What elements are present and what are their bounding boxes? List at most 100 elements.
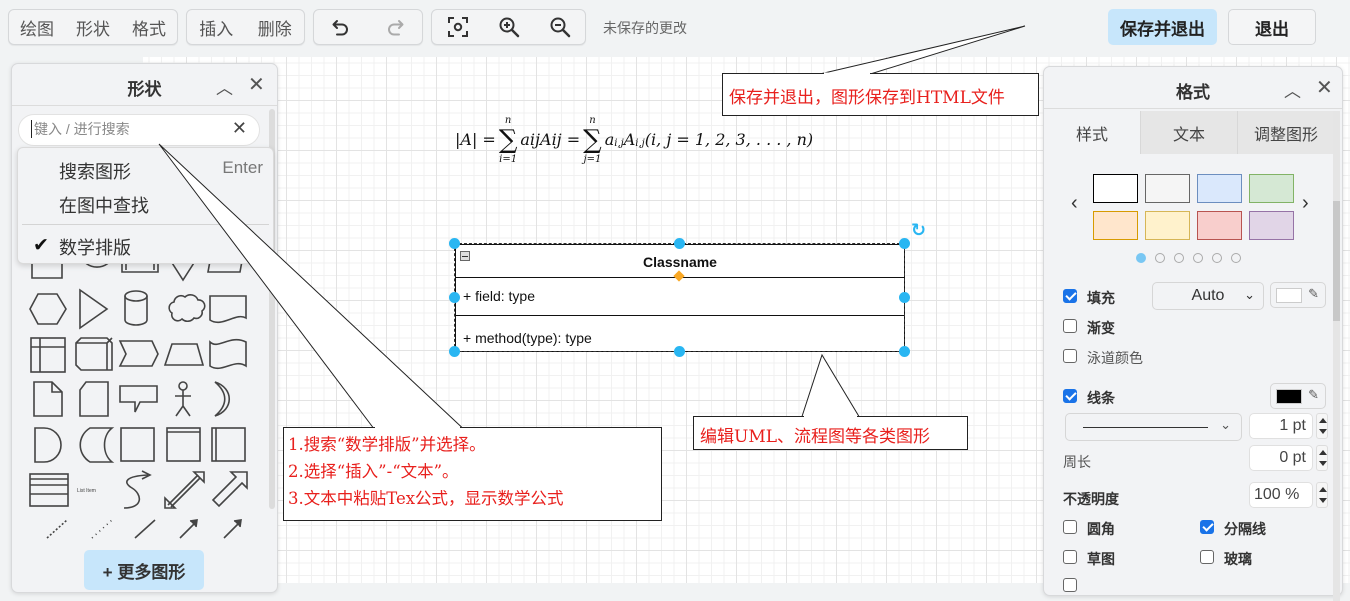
gradient-checkbox[interactable] xyxy=(1063,319,1077,333)
close-format-panel-icon[interactable]: ✕ xyxy=(1316,77,1333,99)
line-style-select[interactable]: ⌄ xyxy=(1065,413,1242,441)
tab-style[interactable]: 样式 xyxy=(1044,111,1140,154)
shape-and[interactable] xyxy=(34,427,62,463)
fill-checkbox[interactable] xyxy=(1063,289,1077,303)
shape-or[interactable] xyxy=(214,381,231,417)
menu-math-typesetting[interactable]: 数学排版 xyxy=(59,238,131,258)
shape-document[interactable] xyxy=(209,295,247,324)
line-checkbox[interactable] xyxy=(1063,389,1077,403)
style-swatch[interactable] xyxy=(1093,174,1138,203)
callout-save-exit[interactable]: 保存并退出，图形保存到HTML文件 xyxy=(722,73,1039,116)
opacity-input[interactable]: 100 % xyxy=(1249,482,1313,508)
shape-note[interactable] xyxy=(33,381,63,417)
swatch-prev-icon[interactable]: ‹ xyxy=(1071,192,1078,214)
collapse-format-panel-icon[interactable]: ︿ xyxy=(1284,82,1301,101)
rounded-checkbox[interactable] xyxy=(1063,520,1077,534)
tab-text[interactable]: 文本 xyxy=(1140,111,1237,154)
shape-list[interactable] xyxy=(29,473,69,507)
menu-find-in-diagram[interactable]: 在图中查找 xyxy=(59,196,149,216)
shape-internal-storage[interactable] xyxy=(30,337,66,373)
fill-mode-select[interactable]: Auto ⌄ xyxy=(1152,282,1264,310)
style-swatch[interactable] xyxy=(1145,174,1190,203)
shapes-toggle-button[interactable]: 形状 xyxy=(76,19,110,39)
format-panel-scrollbar[interactable] xyxy=(1333,111,1340,601)
style-swatch[interactable] xyxy=(1249,211,1294,240)
style-swatch[interactable] xyxy=(1197,211,1242,240)
uml-class-shape[interactable]: Classname + field: type + method(type): … xyxy=(455,244,905,352)
swimlane-color-checkbox[interactable] xyxy=(1063,349,1077,363)
resize-handle-ne[interactable] xyxy=(899,238,910,249)
shape-trapezoid[interactable] xyxy=(163,343,205,366)
swatch-page-dot[interactable] xyxy=(1174,253,1184,263)
more-shapes-button[interactable]: + 更多图形 xyxy=(84,550,204,590)
uml-method[interactable]: + method(type): type xyxy=(463,330,592,346)
shape-step[interactable] xyxy=(118,340,159,367)
shape-data-storage[interactable] xyxy=(79,427,115,463)
draw-button[interactable]: 绘图 xyxy=(20,19,54,39)
shadow-checkbox-partial[interactable] xyxy=(1063,578,1077,592)
zoom-in-icon[interactable] xyxy=(494,12,524,42)
line-width-input[interactable]: 1 pt xyxy=(1249,413,1313,439)
resize-handle-s[interactable] xyxy=(674,346,685,357)
scrollbar-thumb[interactable] xyxy=(1333,201,1340,321)
shape-tape[interactable] xyxy=(209,338,247,370)
shape-list-item[interactable]: List Item xyxy=(77,488,96,494)
save-and-exit-button[interactable]: 保存并退出 xyxy=(1108,9,1217,45)
callout-steps[interactable]: 1.搜索“数学排版”并选择。 2.选择“插入”-“文本”。 3.文本中粘贴Tex… xyxy=(283,427,662,521)
line-width-stepper[interactable] xyxy=(1316,413,1328,439)
fit-screen-icon[interactable] xyxy=(443,12,473,42)
clear-search-icon[interactable]: ✕ xyxy=(231,118,247,138)
swatch-next-icon[interactable]: › xyxy=(1302,192,1309,214)
math-formula[interactable]: |A| = n ∑ i=1 aijAij = n ∑ j=1 a i,j A i… xyxy=(455,110,813,170)
shape-triangle[interactable] xyxy=(79,288,109,330)
shape-cylinder[interactable] xyxy=(124,290,148,326)
shape-search-input[interactable] xyxy=(31,120,221,138)
uml-field[interactable]: + field: type xyxy=(463,288,535,304)
style-swatch[interactable] xyxy=(1145,211,1190,240)
shape-card[interactable] xyxy=(79,381,109,417)
shape-cloud[interactable] xyxy=(168,294,206,323)
divider-checkbox[interactable] xyxy=(1200,520,1214,534)
callout-uml-note[interactable]: 编辑UML、流程图等各类图形 xyxy=(693,416,968,450)
swatch-page-dot[interactable] xyxy=(1212,253,1222,263)
shape-cube[interactable] xyxy=(75,337,113,371)
shape-swimlane-horizontal[interactable] xyxy=(166,427,201,462)
collapse-panel-icon[interactable]: ︿ xyxy=(216,79,233,98)
perimeter-input[interactable]: 0 pt xyxy=(1249,445,1313,471)
shape-connector-arrow[interactable] xyxy=(179,519,198,539)
tab-arrange[interactable]: 调整图形 xyxy=(1237,111,1334,154)
undo-icon[interactable] xyxy=(326,12,356,42)
rotate-icon[interactable]: ↻ xyxy=(911,220,927,240)
style-swatch[interactable] xyxy=(1197,174,1242,203)
insert-button[interactable]: 插入 xyxy=(199,19,234,39)
shape-curved-arrow[interactable] xyxy=(123,470,152,509)
shape-line[interactable] xyxy=(134,519,156,539)
perimeter-stepper[interactable] xyxy=(1316,445,1328,471)
shape-dashed-line[interactable] xyxy=(46,519,68,539)
shape-container[interactable] xyxy=(120,427,155,462)
style-swatch[interactable] xyxy=(1093,211,1138,240)
swatch-page-dot[interactable] xyxy=(1155,253,1165,263)
shape-directional-arrow[interactable] xyxy=(223,519,242,539)
menu-search-shapes[interactable]: 搜索图形 xyxy=(59,162,131,182)
line-color-picker[interactable]: ✎ xyxy=(1270,383,1326,409)
sketch-checkbox[interactable] xyxy=(1063,550,1077,564)
swatch-page-dot[interactable] xyxy=(1136,253,1146,263)
shape-dotted-line[interactable] xyxy=(91,519,113,539)
glass-checkbox[interactable] xyxy=(1200,550,1214,564)
close-panel-icon[interactable]: ✕ xyxy=(248,74,265,96)
shape-arrow[interactable] xyxy=(211,471,248,508)
shape-callout[interactable] xyxy=(119,385,158,413)
exit-button[interactable]: 退出 xyxy=(1228,9,1316,45)
shape-swimlane-vertical[interactable] xyxy=(211,427,246,462)
opacity-stepper[interactable] xyxy=(1316,482,1328,508)
resize-handle-w[interactable] xyxy=(449,292,460,303)
style-swatch[interactable] xyxy=(1249,174,1294,203)
shape-hexagon[interactable] xyxy=(29,293,67,325)
shape-bidirectional-arrow[interactable] xyxy=(164,471,205,509)
fill-color-picker[interactable]: ✎ xyxy=(1270,282,1326,308)
resize-handle-se[interactable] xyxy=(899,346,910,357)
redo-icon[interactable] xyxy=(380,12,410,42)
delete-button[interactable]: 删除 xyxy=(257,19,292,39)
shape-actor[interactable] xyxy=(175,381,191,417)
